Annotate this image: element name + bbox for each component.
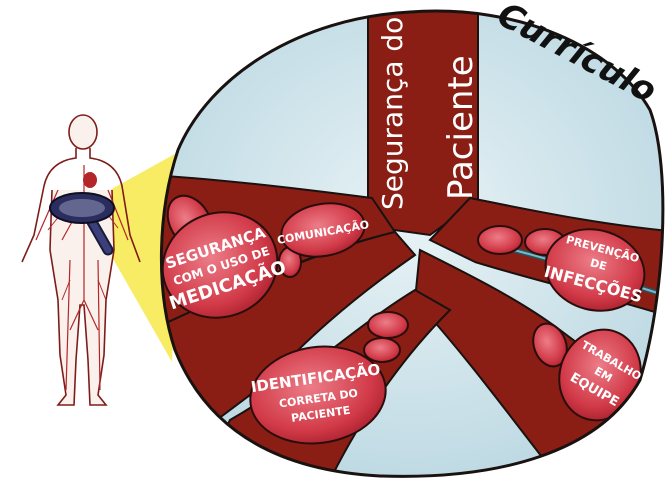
trunk-text-seguranca: Segurança do — [376, 17, 409, 210]
trunk-text-paciente: Paciente — [441, 55, 481, 200]
